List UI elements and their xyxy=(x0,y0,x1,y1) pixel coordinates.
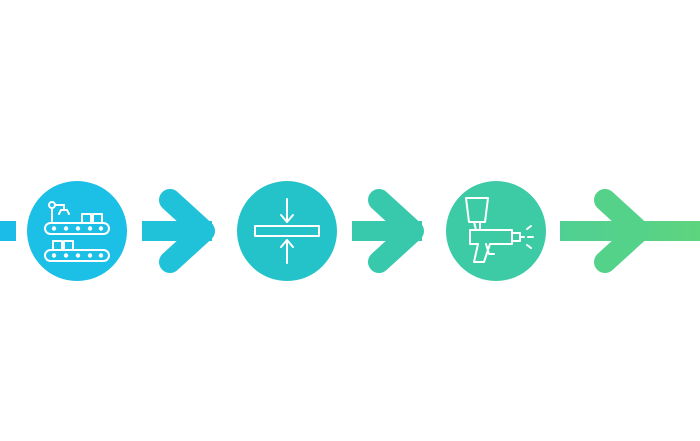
flow-arrow-2 xyxy=(352,189,424,273)
flow-arrow-2-head xyxy=(368,189,424,273)
laser-cutting-icon xyxy=(254,198,320,264)
step-2-circle xyxy=(237,181,337,281)
flow-step-2 xyxy=(237,181,337,281)
step-1-circle xyxy=(27,181,127,281)
flow-arrow-3-head xyxy=(594,189,650,273)
flow-arrow-1 xyxy=(142,189,215,273)
flow-step-1 xyxy=(27,181,127,281)
flow-step-3 xyxy=(446,181,546,281)
flow-arrow-1-head xyxy=(159,189,215,273)
flow-line-start xyxy=(0,221,16,241)
spray-gun-icon xyxy=(465,197,534,263)
conveyor-robot-arm-icon xyxy=(44,201,110,262)
flow-arrow-3 xyxy=(560,189,700,273)
